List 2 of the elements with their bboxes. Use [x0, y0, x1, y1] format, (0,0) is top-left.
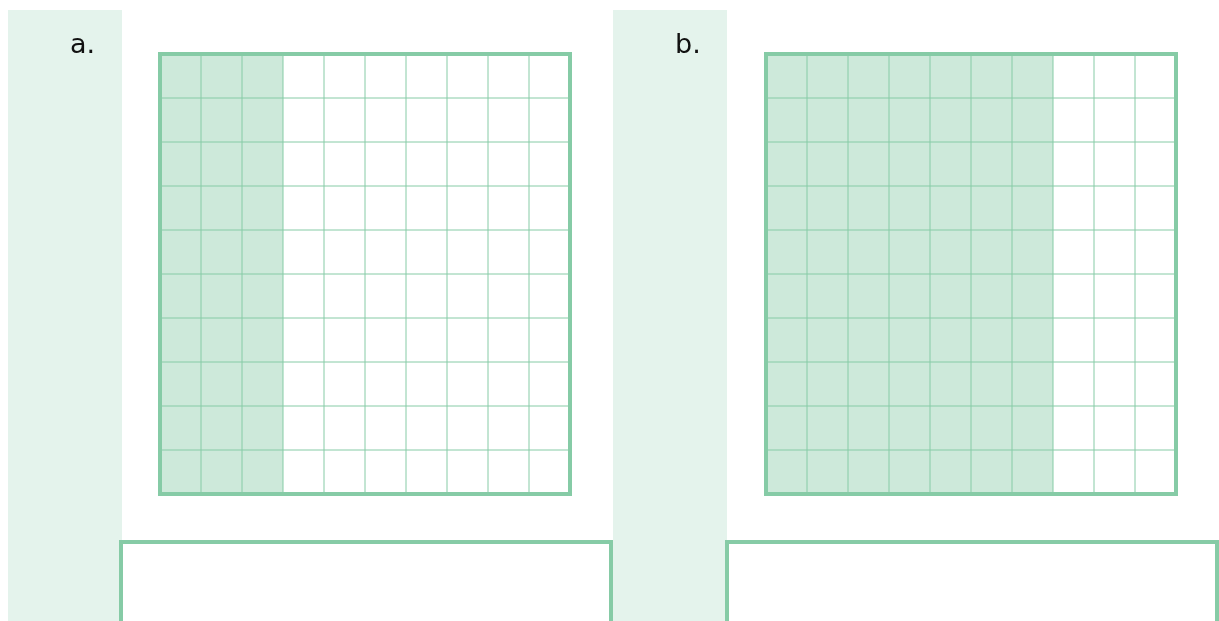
part-label: b. — [675, 30, 701, 57]
part-label: a. — [70, 30, 96, 57]
